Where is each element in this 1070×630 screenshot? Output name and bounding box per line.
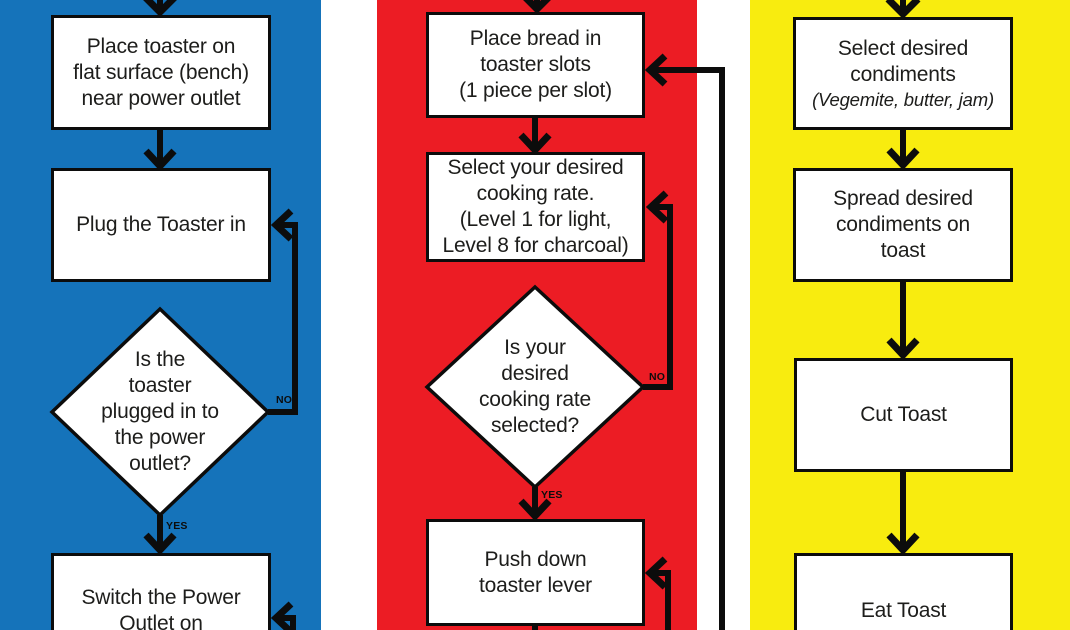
decision-toaster-plugged-in-label: Is the toaster plugged in to the power o… [101,348,219,475]
branch-no-label-blue: NO [276,394,293,406]
branch-yes-label-blue: YES [166,520,188,532]
step-cut-toast: Cut Toast [794,358,1013,472]
step-place-bread-label: Place bread in toaster slots (1 piece pe… [459,27,612,102]
step-plug-toaster-in-label: Plug the Toaster in [76,213,246,236]
step-select-cooking-rate-label: Select your desired cooking rate. (Level… [442,156,629,257]
step-eat-toast: Eat Toast [794,553,1013,630]
step-spread-condiments-label: Spread desired condiments on toast [833,187,973,262]
step-select-condiments: Select desired condiments (Vegemite, but… [793,17,1013,130]
branch-no-label-red: NO [649,371,666,383]
step-switch-power-outlet-on: Switch the Power Outlet on [51,553,271,630]
step-place-bread: Place bread in toaster slots (1 piece pe… [426,12,645,118]
step-spread-condiments: Spread desired condiments on toast [793,168,1013,282]
step-cut-toast-label: Cut Toast [860,403,947,426]
branch-yes-label-red: YES [541,489,563,501]
step-select-condiments-note: (Vegemite, butter, jam) [812,88,994,110]
step-select-cooking-rate: Select your desired cooking rate. (Level… [426,152,645,262]
decision-cooking-rate-selected-label: Is your desired cooking rate selected? [478,336,591,437]
step-select-condiments-label: Select desired condiments [837,36,969,86]
step-switch-power-outlet-on-label: Switch the Power Outlet on [81,585,241,630]
step-place-toaster-label: Place toaster on flat surface (bench) ne… [73,34,249,110]
step-push-down-lever-label: Push down toaster lever [479,547,592,597]
step-push-down-lever: Push down toaster lever [426,519,645,626]
step-plug-toaster-in: Plug the Toaster in [51,168,271,282]
step-place-toaster: Place toaster on flat surface (bench) ne… [51,15,271,130]
step-eat-toast-label: Eat Toast [860,598,947,622]
